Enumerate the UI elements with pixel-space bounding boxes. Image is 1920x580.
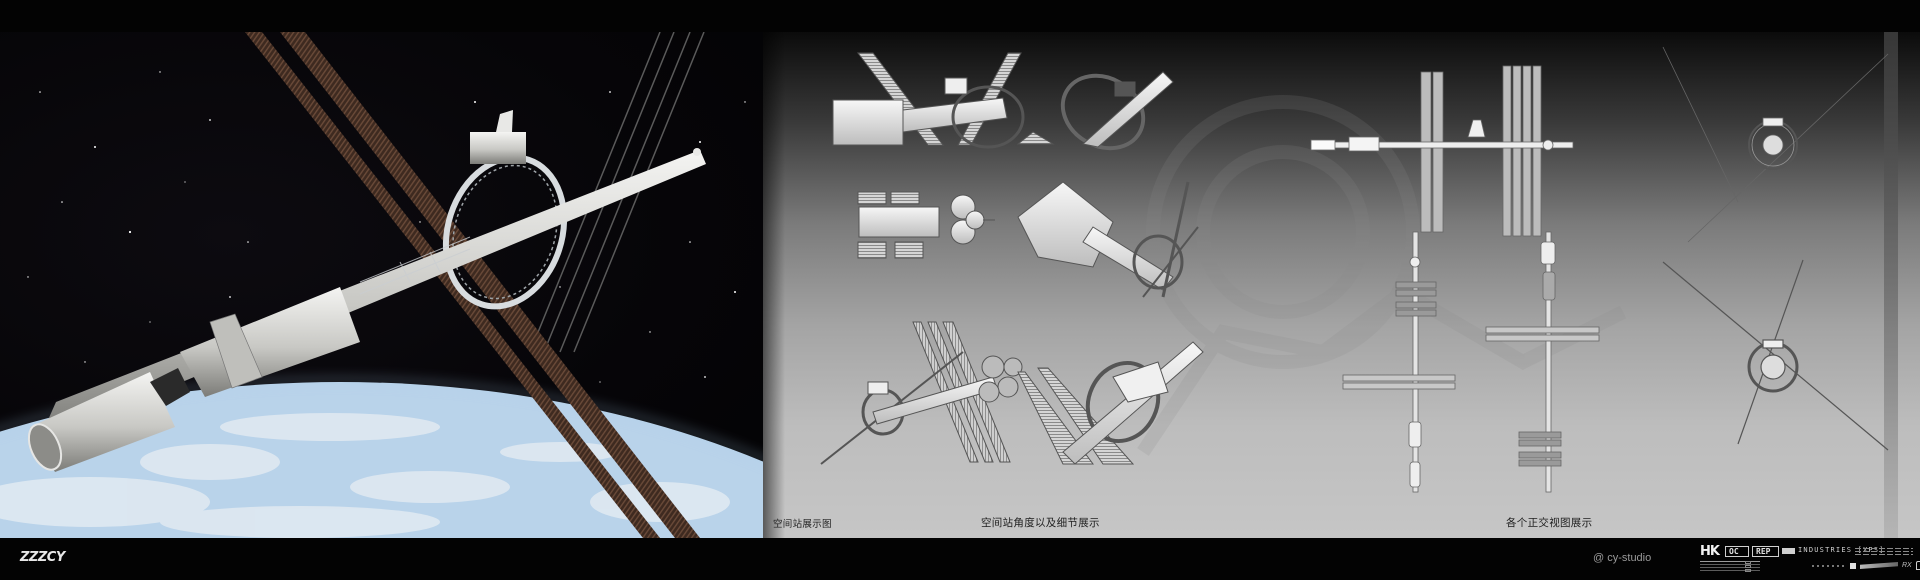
tag-oc: OC bbox=[1725, 546, 1749, 557]
brand-logo: ZZZCY bbox=[20, 550, 65, 565]
caption-orthographic-views: 各个正交视图展示 bbox=[1506, 517, 1593, 529]
rx-icon: RX bbox=[1902, 562, 1912, 569]
industries-label: INDUSTRIES [XPS] bbox=[1798, 546, 1885, 554]
engine-module bbox=[30, 372, 175, 472]
design-sheet: 空间站展示图 空间站角度以及细节展示 各个正交视图展示 bbox=[763, 32, 1920, 538]
angle-view-6 bbox=[1017, 341, 1204, 465]
studio-credit: @ cy-studio bbox=[1593, 552, 1652, 564]
cert-icons: RX C bbox=[1812, 560, 1920, 571]
code-lines bbox=[1855, 548, 1913, 557]
solar-array-2 bbox=[280, 32, 700, 538]
fine-print bbox=[1700, 561, 1760, 573]
square-icon bbox=[1850, 562, 1856, 569]
tag-bar bbox=[1782, 548, 1795, 554]
angle-view-4 bbox=[1017, 181, 1199, 298]
mini-boxes bbox=[1745, 561, 1751, 573]
caption-render: 空间站展示图 bbox=[773, 519, 832, 530]
angle-view-5 bbox=[820, 321, 1023, 465]
habitat-module bbox=[180, 287, 360, 397]
sheet-drawings bbox=[820, 46, 1889, 493]
ortho-top-view bbox=[1310, 65, 1574, 237]
hk-logo: HK bbox=[1700, 544, 1720, 559]
ortho-front-view bbox=[1342, 231, 1456, 493]
ortho-end-view-2 bbox=[1662, 259, 1889, 451]
top-module bbox=[470, 132, 526, 164]
angle-view-2 bbox=[1016, 71, 1174, 151]
tag-rep: REP bbox=[1752, 546, 1779, 557]
clouds bbox=[0, 413, 730, 538]
dotted-line-icon bbox=[1812, 564, 1846, 567]
ortho-side-view bbox=[1485, 231, 1600, 493]
signature-icon bbox=[1860, 562, 1898, 569]
tech-logo-block: HK OC REP INDUSTRIES [XPS] RX C bbox=[1700, 544, 1920, 575]
ortho-end-view-1 bbox=[1662, 46, 1889, 243]
lock-icon bbox=[1915, 561, 1920, 570]
angle-view-3 bbox=[857, 191, 995, 259]
station-ring bbox=[442, 154, 568, 310]
caption-angle-views: 空间站角度以及细节展示 bbox=[981, 517, 1100, 529]
render-illustration bbox=[0, 32, 763, 538]
angle-view-1 bbox=[832, 52, 1025, 149]
footer-bar: ZZZCY @ cy-studio HK OC REP INDUSTRIES [… bbox=[0, 538, 1920, 580]
solar-array-1 bbox=[245, 32, 660, 538]
top-border bbox=[0, 0, 1920, 32]
stars bbox=[27, 71, 746, 433]
space-station-render bbox=[0, 32, 763, 538]
sheet-edge-strip bbox=[1884, 32, 1898, 538]
